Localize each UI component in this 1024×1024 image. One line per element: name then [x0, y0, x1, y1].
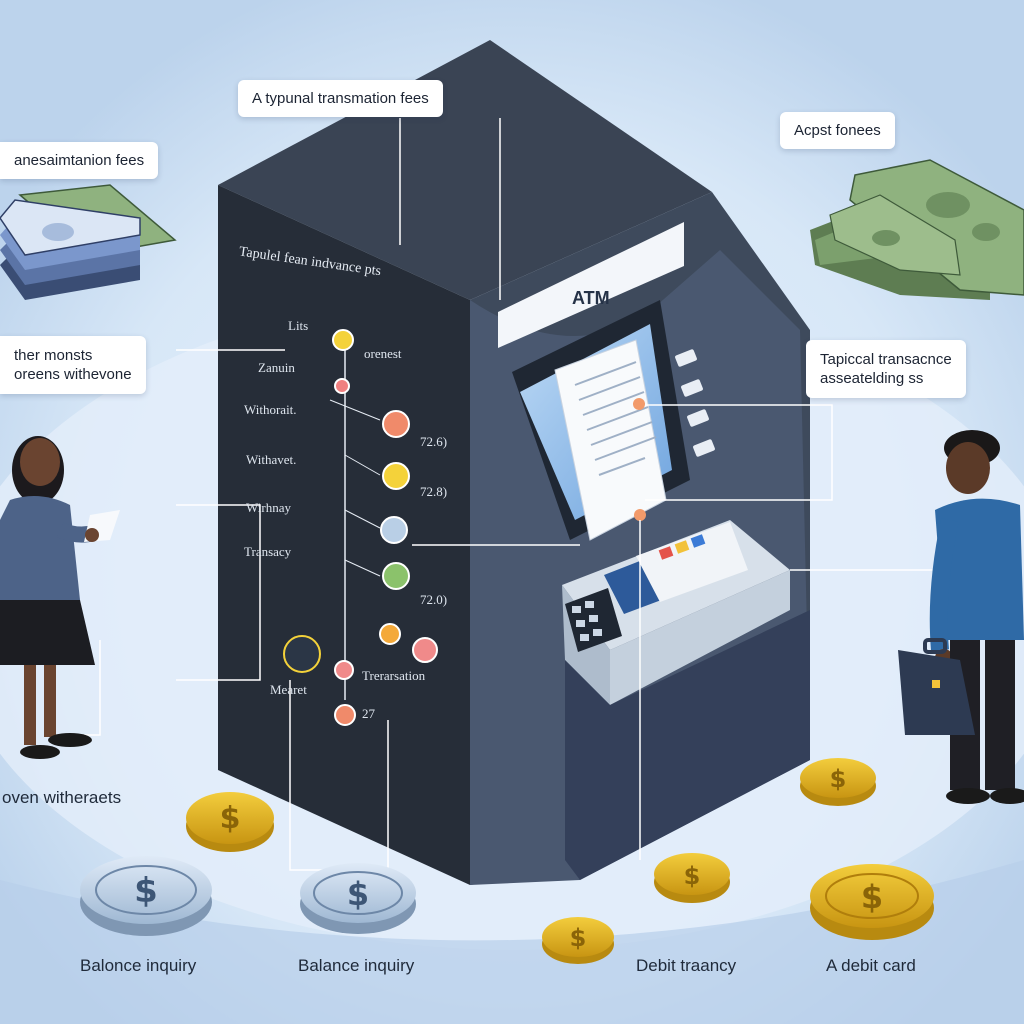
caption-coin-2: Balance inquiry: [298, 956, 415, 975]
panel-row-left: Lits: [288, 318, 309, 333]
panel-row-right: orenest: [364, 346, 402, 361]
caption-left-person: oven witheraets: [2, 788, 122, 807]
atm-left-face: [218, 185, 470, 885]
panel-row-right: 27: [362, 706, 375, 721]
svg-text:$: $: [830, 765, 847, 793]
panel-row-left: Withorait.: [244, 402, 297, 417]
svg-text:$: $: [220, 801, 241, 836]
floor-band: [0, 860, 1024, 1024]
panel-row-right: 72.8): [420, 484, 448, 499]
callout-line: asseatelding ss: [820, 370, 924, 387]
svg-text:$: $: [347, 875, 369, 913]
panel-row-left: Mearet: [270, 682, 307, 697]
svg-text:$: $: [570, 924, 587, 952]
callout-mid-right: Tapiccal transacnce asseatelding ss: [806, 340, 966, 398]
card-panel: [636, 522, 748, 602]
panel-icons: [283, 329, 438, 726]
console-shelf-front: [610, 570, 790, 705]
atm-label-board: [498, 222, 684, 348]
atm-cabinet: [565, 610, 810, 880]
coin-gold-2: $: [542, 917, 614, 964]
caption-coin-1: Balonce inquiry: [80, 956, 197, 975]
side-button: [681, 379, 703, 397]
panel-row-left: Zanuin: [258, 360, 295, 375]
atm-label: ATM: [572, 288, 610, 308]
keypad: [565, 588, 622, 652]
callout-line: Tapiccal transacnce: [820, 351, 952, 368]
panel-row-right: 72.6): [420, 434, 448, 449]
svg-text:$: $: [134, 871, 158, 911]
panel-row-right: Trerarsation: [362, 668, 426, 683]
card-indicator: [674, 540, 690, 554]
side-button: [693, 439, 715, 457]
callout-line: oreens withevone: [14, 366, 132, 383]
cash-stack-right: [810, 159, 1024, 300]
svg-text:$: $: [684, 862, 701, 890]
callout-line: ther monsts: [14, 347, 93, 364]
card-indicator: [690, 534, 706, 548]
caption-coin-3: Debit traancy: [636, 956, 737, 975]
atm-top: [218, 40, 712, 300]
panel-row-left: Wirhnay: [246, 500, 291, 515]
side-button: [675, 349, 697, 367]
svg-text:$: $: [861, 878, 883, 916]
callout-top-left: anesaimtanion fees: [0, 142, 159, 179]
panel-row-left: Transacy: [244, 544, 292, 559]
person-left: [0, 436, 120, 759]
coin-silver-2: $: [300, 863, 416, 934]
callout-top-center: A typunal transmation fees: [238, 80, 443, 117]
panel-row-left: Withavet.: [246, 452, 297, 467]
coin-silver-1: $: [80, 856, 212, 936]
cash-stack-left: [0, 184, 177, 300]
panel-row-right: 72.0): [420, 592, 448, 607]
coin-gold-5: $: [810, 864, 934, 940]
caption-coin-4: A debit card: [826, 956, 916, 975]
coin-gold-1: $: [186, 792, 274, 852]
person-right: [898, 430, 1024, 804]
callout-top-right: Acpst fonees: [780, 112, 895, 149]
coin-gold-4: $: [800, 758, 876, 806]
callout-mid-left: ther monsts oreens withevone: [0, 336, 146, 394]
side-button: [687, 409, 709, 427]
coin-gold-3: $: [654, 853, 730, 903]
card-indicator: [658, 546, 674, 560]
briefcase: [898, 638, 975, 735]
